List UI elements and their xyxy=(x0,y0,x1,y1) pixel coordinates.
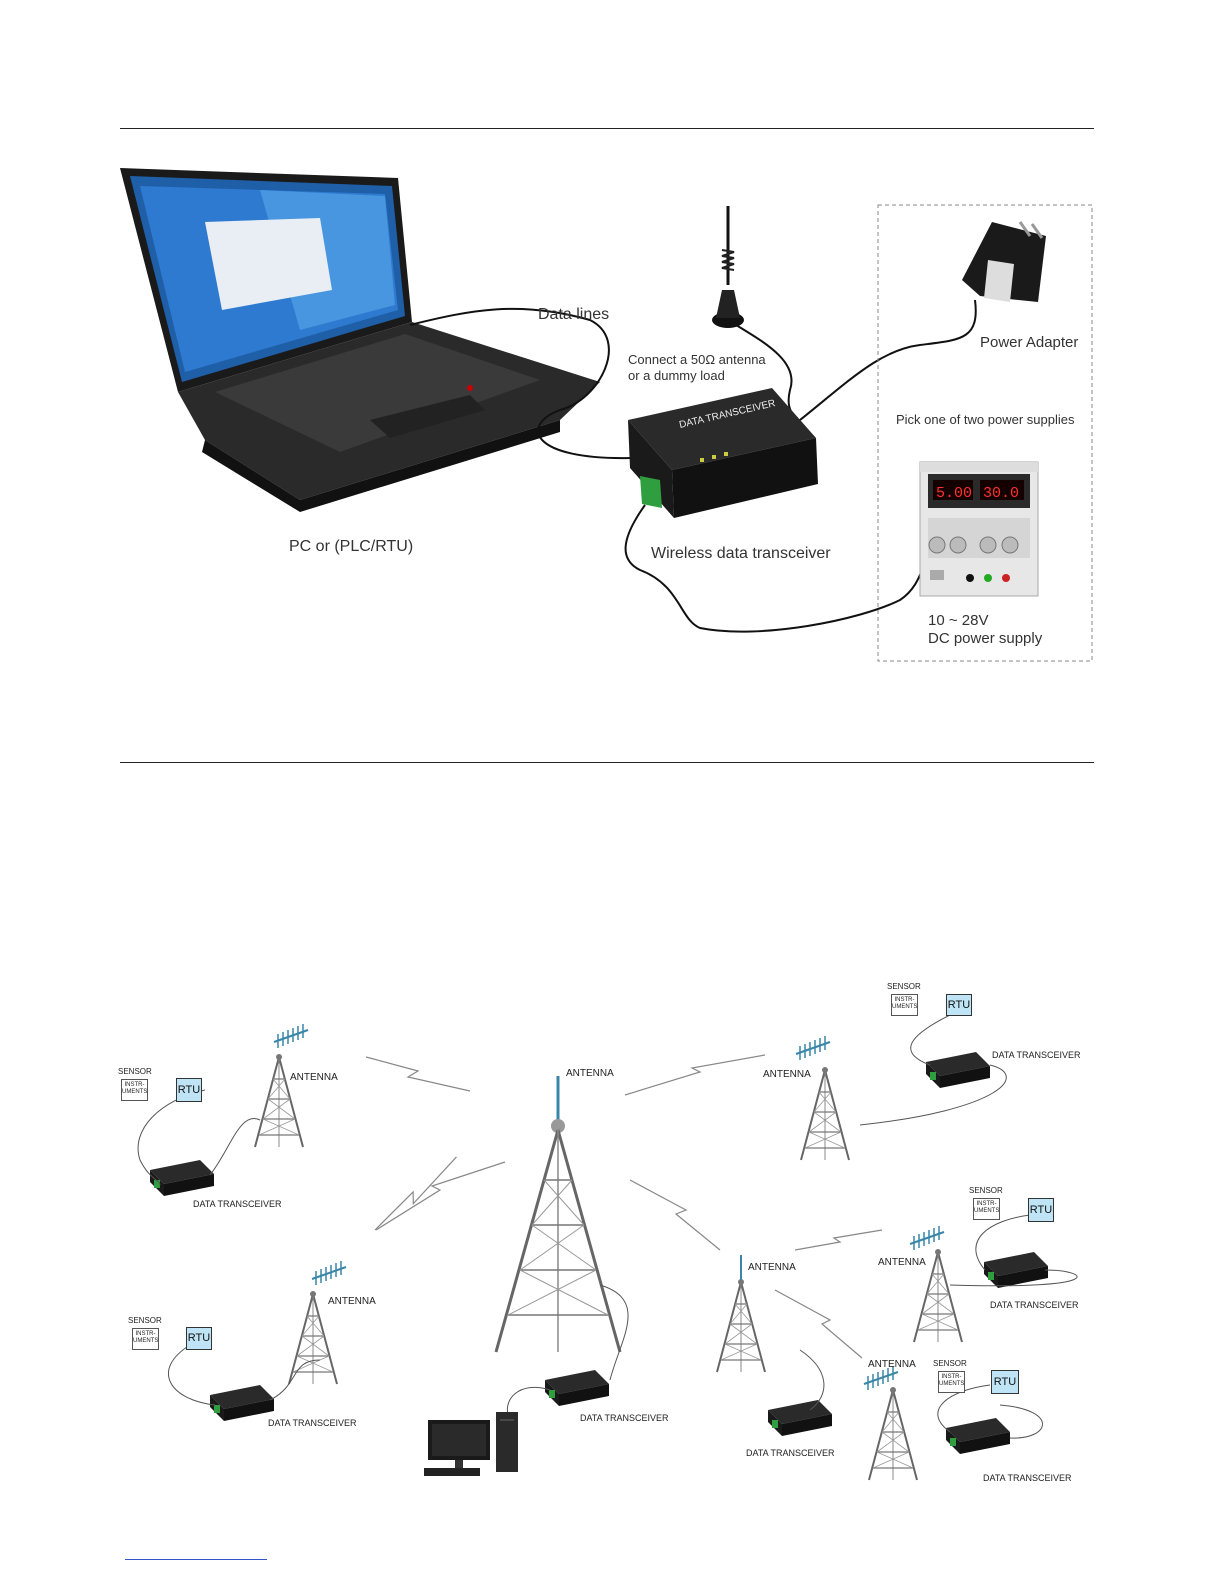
instruments-box-bottom-left: INSTR-UMENTS xyxy=(132,1328,159,1350)
sensor-label-left: SENSOR xyxy=(118,1067,152,1076)
antenna-icon xyxy=(712,206,744,328)
transceiver-label-bottom-center: DATA TRANSCEIVER xyxy=(746,1448,835,1458)
sensor-label-right-mid: SENSOR xyxy=(969,1186,1003,1195)
antenna-label-bottom-right: ANTENNA xyxy=(868,1359,916,1370)
laptop-icon xyxy=(120,168,600,512)
power-adapter-icon xyxy=(962,221,1046,302)
dc-power-supply-icon: 5.00 30.0 xyxy=(919,461,1039,597)
instruments-box-top-right: INSTR-UMENTS xyxy=(891,994,918,1016)
antenna-label-top-right: ANTENNA xyxy=(763,1069,811,1080)
rtu-box-bottom-right: RTU xyxy=(991,1370,1019,1394)
tower-icon-bottom-center xyxy=(716,1278,766,1373)
top-rule xyxy=(120,128,1094,129)
transceiver-device-icon: DATA TRANSCEIVER xyxy=(628,388,818,518)
data-line-cable xyxy=(409,307,631,460)
desktop-computer-icon xyxy=(424,1412,518,1476)
pc-label: PC or (PLC/RTU) xyxy=(289,538,414,555)
middle-rule xyxy=(120,762,1094,763)
tower-icon-bottom-right xyxy=(868,1386,918,1481)
tower-icon-top-left xyxy=(254,1053,304,1148)
antenna-label-right-mid: ANTENNA xyxy=(878,1257,926,1268)
dc-supply-label: DC power supply xyxy=(928,630,1043,647)
transceiver-label-center: DATA TRANSCEIVER xyxy=(580,1413,669,1423)
data-lines-label: Data lines xyxy=(538,306,610,323)
dc-supply-cable xyxy=(624,504,923,633)
voltage-display: 30.0 xyxy=(983,485,1019,502)
antenna-note-line1: Connect a 50Ω antenna xyxy=(628,352,766,367)
transceiver-label-left: DATA TRANSCEIVER xyxy=(193,1199,282,1209)
current-display: 5.00 xyxy=(936,485,972,502)
instruments-box-right-mid: INSTR-UMENTS xyxy=(973,1198,1000,1220)
adapter-cable xyxy=(799,299,977,421)
rtu-box-left: RTU xyxy=(176,1078,202,1102)
footer-link-underline xyxy=(125,1559,267,1560)
dc-voltage-label: 10 ~ 28V xyxy=(928,612,989,629)
tower-icon-top-right xyxy=(800,1066,850,1161)
antenna-label-central: ANTENNA xyxy=(566,1068,614,1079)
transceiver-label-right-mid: DATA TRANSCEIVER xyxy=(990,1300,1079,1310)
antenna-label-top-left: ANTENNA xyxy=(290,1072,338,1083)
power-options-box xyxy=(877,204,1093,662)
transceiver-label: Wireless data transceiver xyxy=(651,545,831,562)
transceiver-label-top-right: DATA TRANSCEIVER xyxy=(992,1050,1081,1060)
sensor-label-bottom-left: SENSOR xyxy=(128,1316,162,1325)
antenna-label-bottom-center: ANTENNA xyxy=(748,1262,796,1273)
rtu-box-bottom-left: RTU xyxy=(186,1327,212,1350)
central-tower-icon xyxy=(494,1076,622,1353)
rtu-box-top-right: RTU xyxy=(946,994,972,1016)
transceiver-label-bottom-right: DATA TRANSCEIVER xyxy=(983,1473,1072,1483)
instruments-box-left: INSTR-UMENTS xyxy=(121,1079,148,1101)
power-adapter-label: Power Adapter xyxy=(980,334,1079,351)
antenna-label-bottom-left: ANTENNA xyxy=(328,1296,376,1307)
instruments-box-bottom-right: INSTR-UMENTS xyxy=(938,1371,965,1393)
connection-diagram: DATA TRANSCEIVER 5.00 30.0 xyxy=(120,168,1093,662)
pick-one-label: Pick one of two power supplies xyxy=(896,412,1075,427)
sensor-label-bottom-right: SENSOR xyxy=(933,1359,967,1368)
rtu-box-right-mid: RTU xyxy=(1028,1198,1054,1222)
antenna-note-line2: or a dummy load xyxy=(628,368,725,383)
transceiver-label-bottom-left: DATA TRANSCEIVER xyxy=(268,1418,357,1428)
sensor-label-top-right: SENSOR xyxy=(887,982,921,991)
